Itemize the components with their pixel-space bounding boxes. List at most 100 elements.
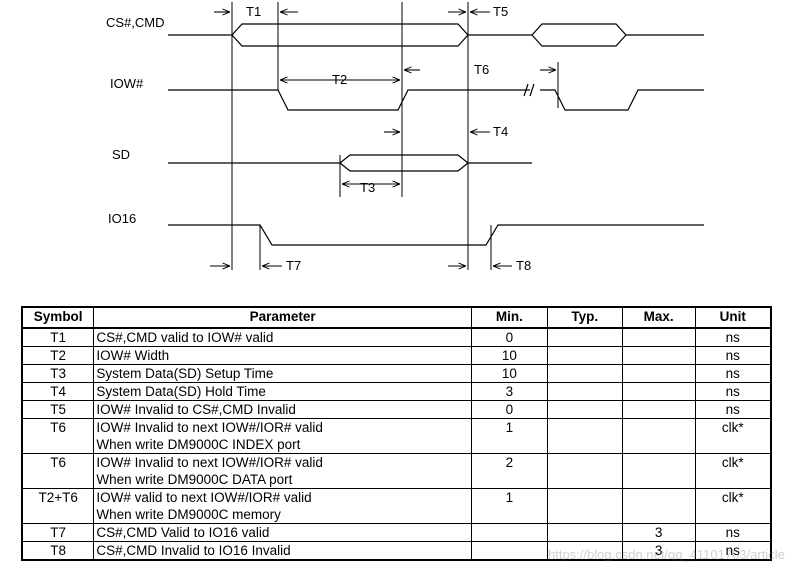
parameter-line-2: When write DM9000C INDEX port <box>96 437 301 452</box>
vertical-guides <box>231 2 559 270</box>
parameter-line: IOW# valid to next IOW#/IOR# valid <box>96 490 312 505</box>
min-cell: 0 <box>470 400 548 419</box>
parameter-line: IOW# Invalid to CS#,CMD Invalid <box>96 402 296 417</box>
timing-label-t1: T1 <box>246 4 261 19</box>
parameter-cell: CS#,CMD valid to IOW# valid <box>93 327 472 347</box>
signal-label-cs-cmd: CS#,CMD <box>106 15 165 30</box>
parameter-cell: IOW# Invalid to CS#,CMD Invalid <box>93 400 472 419</box>
symbol-cell: T1 <box>21 327 95 347</box>
parameter-line-2: When write DM9000C memory <box>96 507 281 522</box>
table-header-row: Symbol Parameter Min. Typ. Max. Unit <box>21 306 772 329</box>
max-cell <box>621 400 696 419</box>
min-cell: 1 <box>470 488 548 524</box>
parameter-line: CS#,CMD Valid to IO16 valid <box>96 525 270 540</box>
timing-label-t6: T6 <box>474 62 489 77</box>
unit-cell: clk* <box>694 453 772 489</box>
timing-diagram: CS#,CMD IOW# SD IO16 <box>106 2 704 273</box>
typ-cell <box>546 346 623 365</box>
typ-cell <box>546 523 623 542</box>
timing-label-t5: T5 <box>493 4 508 19</box>
min-cell: 2 <box>470 453 548 489</box>
parameter-cell: IOW# Width <box>93 346 472 365</box>
typ-cell <box>546 364 623 383</box>
parameter-line-2: When write DM9000C DATA port <box>96 472 293 487</box>
symbol-cell: T7 <box>21 523 95 542</box>
min-cell: 10 <box>470 346 548 365</box>
typ-cell <box>546 541 623 561</box>
parameter-cell: System Data(SD) Hold Time <box>93 382 472 401</box>
io16-waveform <box>168 224 704 246</box>
parameter-line: IOW# Invalid to next IOW#/IOR# valid <box>96 420 323 435</box>
max-cell <box>621 382 696 401</box>
max-cell <box>621 418 696 454</box>
min-cell: 0 <box>470 327 548 347</box>
typ-cell <box>546 418 623 454</box>
sd-waveform <box>168 154 532 172</box>
parameter-line: IOW# Width <box>96 348 170 363</box>
header-max: Max. <box>621 306 696 329</box>
unit-cell: ns <box>694 400 772 419</box>
iow-waveform <box>168 89 704 111</box>
symbol-cell: T2 <box>21 346 95 365</box>
symbol-cell: T6 <box>21 418 95 454</box>
unit-cell: ns <box>694 346 772 365</box>
timing-label-t2: T2 <box>332 72 347 87</box>
unit-cell: ns <box>694 523 772 542</box>
header-parameter: Parameter <box>93 306 472 329</box>
symbol-cell: T4 <box>21 382 95 401</box>
parameter-line: CS#,CMD Invalid to IO16 Invalid <box>96 543 291 558</box>
parameter-cell: CS#,CMD Invalid to IO16 Invalid <box>93 541 472 561</box>
symbol-cell: T3 <box>21 364 95 383</box>
typ-cell <box>546 488 623 524</box>
typ-cell <box>546 382 623 401</box>
unit-cell: clk* <box>694 418 772 454</box>
parameter-line: System Data(SD) Hold Time <box>96 384 266 399</box>
header-symbol: Symbol <box>21 306 95 329</box>
parameter-cell: System Data(SD) Setup Time <box>93 364 472 383</box>
timing-label-t4: T4 <box>493 124 508 139</box>
unit-cell: ns <box>694 382 772 401</box>
min-cell: 10 <box>470 364 548 383</box>
max-cell <box>621 453 696 489</box>
timing-label-t3: T3 <box>360 180 375 195</box>
min-cell: 1 <box>470 418 548 454</box>
signal-label-io16: IO16 <box>108 211 136 226</box>
max-cell <box>621 364 696 383</box>
signal-label-sd: SD <box>112 147 130 162</box>
timing-label-t8: T8 <box>516 258 531 273</box>
parameter-line: System Data(SD) Setup Time <box>96 366 274 381</box>
typ-cell <box>546 327 623 347</box>
parameter-line: CS#,CMD valid to IOW# valid <box>96 330 274 345</box>
unit-cell: ns <box>694 364 772 383</box>
header-unit: Unit <box>694 306 772 329</box>
min-cell <box>470 523 548 542</box>
max-cell <box>621 488 696 524</box>
symbol-cell: T2+T6 <box>21 488 95 524</box>
unit-cell: ns <box>694 541 772 561</box>
timing-label-t7: T7 <box>286 258 301 273</box>
unit-cell: ns <box>694 327 772 347</box>
unit-cell: clk* <box>694 488 772 524</box>
parameter-cell: CS#,CMD Valid to IO16 valid <box>93 523 472 542</box>
parameter-line: IOW# Invalid to next IOW#/IOR# valid <box>96 455 323 470</box>
header-min: Min. <box>470 306 548 329</box>
max-cell <box>621 346 696 365</box>
cs-cmd-waveform <box>168 23 704 47</box>
break-mark <box>523 83 535 97</box>
max-cell <box>621 327 696 347</box>
min-cell <box>470 541 548 561</box>
